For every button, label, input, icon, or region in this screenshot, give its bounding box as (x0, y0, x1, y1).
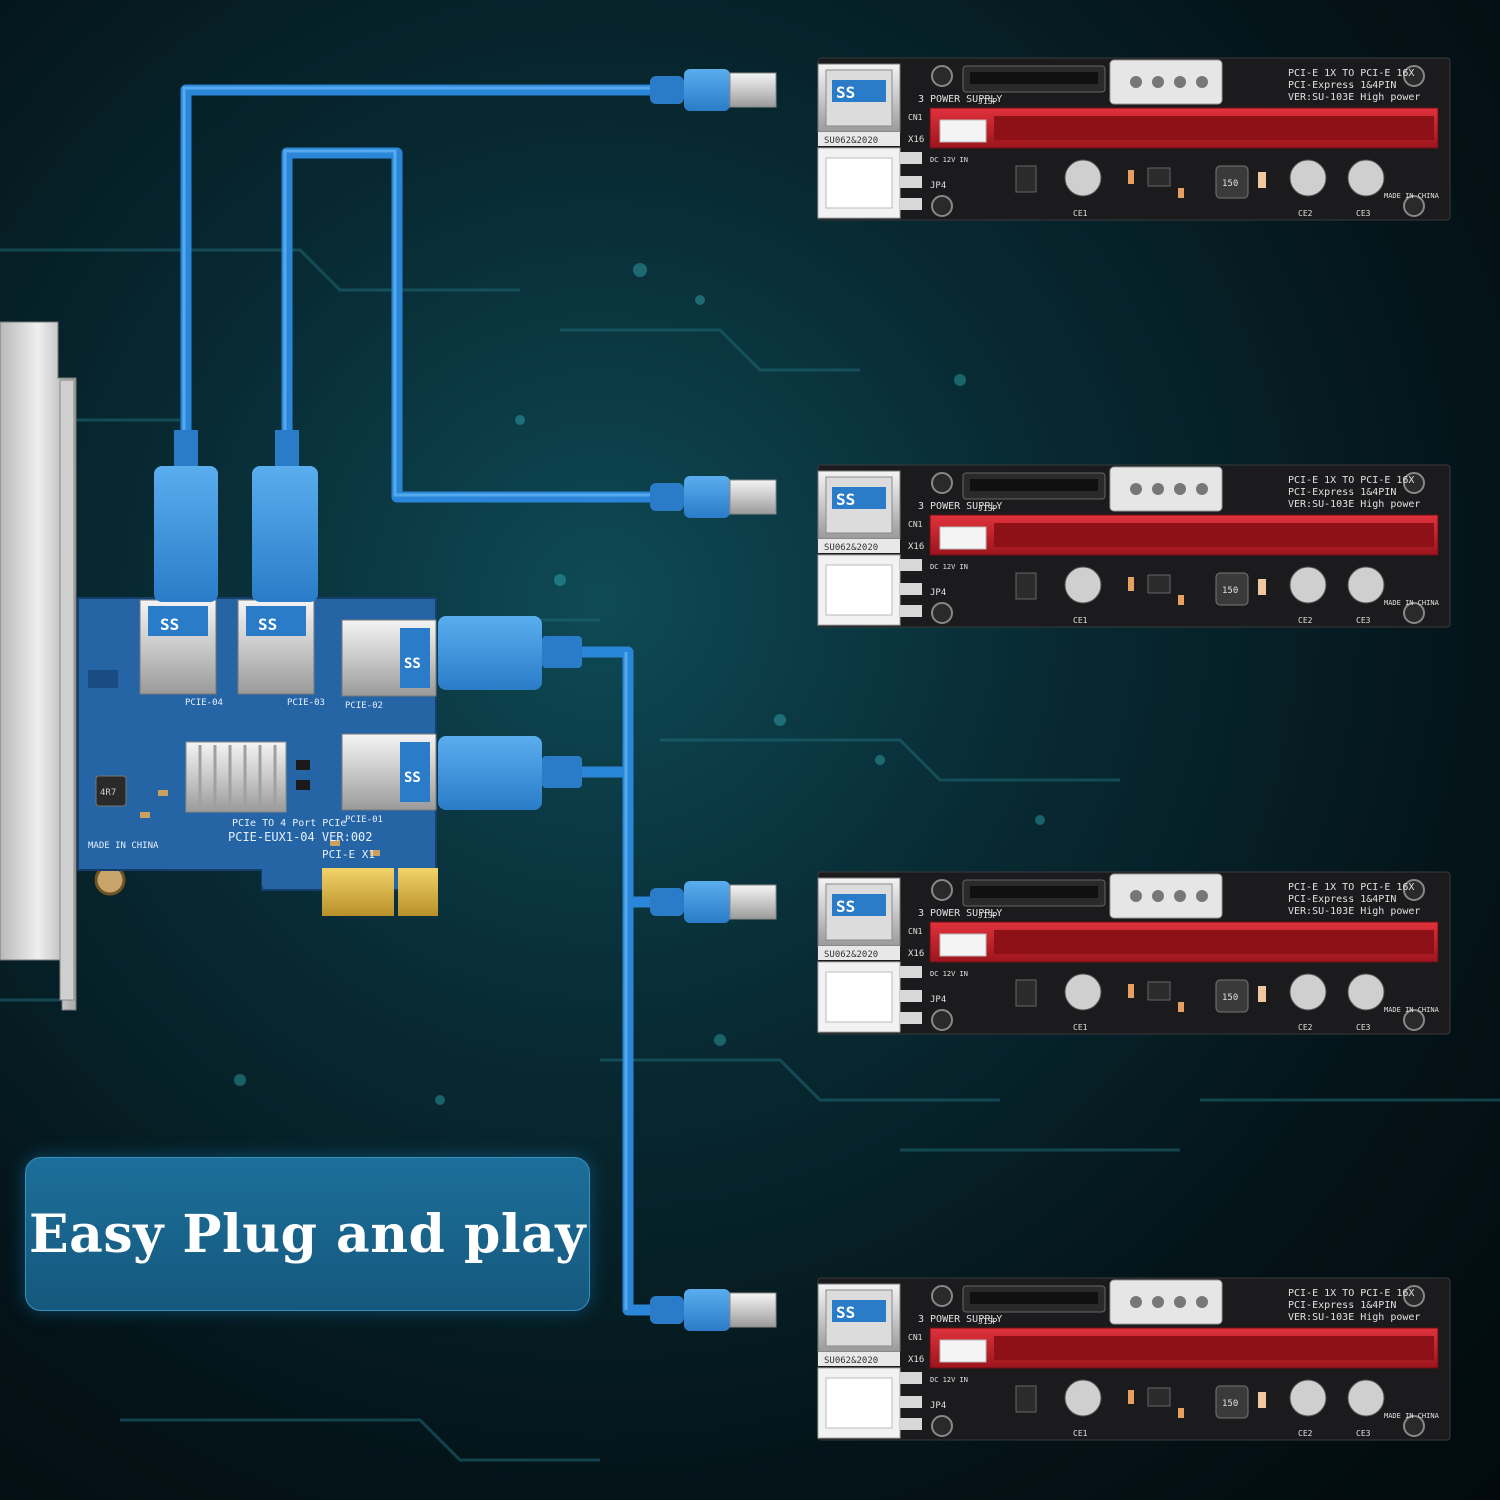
riser-inductor-label: 150 (1222, 586, 1238, 596)
riser-jp-label: JP4 (930, 995, 946, 1005)
riser-power-label: 3 POWER SUPPLY (918, 908, 1002, 919)
adapter-interface: PCI-E X1 (322, 848, 375, 861)
riser-origin-label: MADE IN CHINA (1384, 192, 1440, 200)
riser-cap-label-2: CE2 (1298, 209, 1313, 218)
adapter-inductor-label: 4R7 (100, 788, 116, 798)
adapter-ss-label-4: SS (404, 770, 421, 786)
riser-cn-label: CN1 (908, 520, 923, 529)
riser-origin-label: MADE IN CHINA (1384, 1412, 1440, 1420)
riser-title-line3: VER:SU-103E High power (1288, 499, 1420, 510)
riser-origin-label: MADE IN CHINA (1384, 1006, 1440, 1014)
riser-inductor-label: 150 (1222, 993, 1238, 1003)
adapter-port-label-3: PCIE-03 (287, 698, 325, 708)
adapter-usb-ports (139, 599, 437, 811)
riser-connector-label: J1SP (978, 97, 997, 106)
riser-cn-label: CN1 (908, 1333, 923, 1342)
adapter-line1: PCIe TO 4 Port PCIe (232, 818, 346, 829)
riser-jp-label: JP4 (930, 588, 946, 598)
riser-usb-plug-4 (649, 1288, 777, 1332)
riser-slot-label: X16 (908, 1355, 924, 1365)
riser-title-line2: PCI-Express 1&4PIN (1288, 487, 1396, 498)
riser-title-line1: PCI-E 1X TO PCI-E 16X (1288, 475, 1414, 486)
riser-slot-label: X16 (908, 542, 924, 552)
riser-cap-label-3: CE3 (1356, 1023, 1371, 1032)
adapter-labels: PCIE-04 PCIE-03 PCIE-02 PCIE-01 PCIe TO … (88, 615, 421, 861)
riser-cap-label-3: CE3 (1356, 616, 1371, 625)
adapter-port-label-1: PCIE-01 (345, 815, 383, 825)
riser-title-line1: PCI-E 1X TO PCI-E 16X (1288, 882, 1414, 893)
riser-title-line3: VER:SU-103E High power (1288, 92, 1420, 103)
riser-title-line2: PCI-Express 1&4PIN (1288, 80, 1396, 91)
background-glow-dots (234, 263, 1045, 1105)
riser-power-label: 3 POWER SUPPLY (918, 1314, 1002, 1325)
riser-title-line3: VER:SU-103E High power (1288, 1312, 1420, 1323)
background-circuit-traces (0, 248, 1500, 1462)
cable-highlights (182, 86, 650, 1310)
riser-cap-label-2: CE2 (1298, 1429, 1313, 1438)
riser-cap-label-3: CE3 (1356, 209, 1371, 218)
riser-connector-label: J1SP (978, 1317, 997, 1326)
riser-cap-label-1: CE1 (1073, 1429, 1088, 1438)
riser-cap-label-2: CE2 (1298, 616, 1313, 625)
riser-port-label: SS (836, 83, 855, 102)
adapter-ss-label-1: SS (160, 615, 179, 634)
riser-cap-label-1: CE1 (1073, 209, 1088, 218)
riser-power-label: 3 POWER SUPPLY (918, 94, 1002, 105)
adapter-ss-label-2: SS (258, 615, 277, 634)
adapter-ss-label-3: SS (404, 656, 421, 672)
riser-jp-label: JP4 (930, 1401, 946, 1411)
adapter-usb-plug-top-2 (252, 430, 318, 602)
riser-inductor-label: 150 (1222, 1399, 1238, 1409)
riser-dc-label: DC 12V IN (930, 156, 968, 164)
riser-side-code: SU062&2020 (824, 136, 878, 146)
riser-slot-label: X16 (908, 135, 924, 145)
riser-title-line3: VER:SU-103E High power (1288, 906, 1420, 917)
riser-title-line1: PCI-E 1X TO PCI-E 16X (1288, 1288, 1414, 1299)
riser-title-line1: PCI-E 1X TO PCI-E 16X (1288, 68, 1414, 79)
riser-power-label: 3 POWER SUPPLY (918, 501, 1002, 512)
riser-side-code: SU062&2020 (824, 950, 878, 960)
riser-usb-plug-1 (649, 68, 777, 112)
riser-jp-label: JP4 (930, 181, 946, 191)
adapter-usb-plug-top-1 (154, 430, 218, 602)
adapter-port-label-2: PCIE-02 (345, 701, 383, 711)
riser-origin-label: MADE IN CHINA (1384, 599, 1440, 607)
riser-inductor-label: 150 (1222, 179, 1238, 189)
riser-cap-label-3: CE3 (1356, 1429, 1371, 1438)
riser-side-code: SU062&2020 (824, 1356, 878, 1366)
riser-cn-label: CN1 (908, 113, 923, 122)
riser-port-label: SS (836, 490, 855, 509)
caption-box: Easy Plug and play (25, 1157, 590, 1311)
adapter-port-label-4: PCIE-04 (185, 698, 223, 708)
riser-port-label: SS (836, 1303, 855, 1322)
riser-dc-label: DC 12V IN (930, 970, 968, 978)
riser-cn-label: CN1 (908, 927, 923, 936)
riser-cap-label-2: CE2 (1298, 1023, 1313, 1032)
riser-side-code: SU062&2020 (824, 543, 878, 553)
usb-cables (180, 84, 656, 1316)
adapter-usb-plug-right-1 (438, 616, 582, 690)
riser-usb-plug-2 (649, 475, 777, 519)
adapter-origin: MADE IN CHINA (88, 841, 159, 851)
caption-text: Easy Plug and play (28, 1203, 587, 1265)
riser-connector-label: J1SP (978, 911, 997, 920)
riser-cap-label-1: CE1 (1073, 1023, 1088, 1032)
riser-title-line2: PCI-Express 1&4PIN (1288, 1300, 1396, 1311)
adapter-model: PCIE-EUX1-04 VER:002 (228, 830, 373, 844)
riser-slot-label: X16 (908, 949, 924, 959)
riser-port-label: SS (836, 897, 855, 916)
adapter-usb-plug-right-2 (438, 736, 582, 810)
riser-dc-label: DC 12V IN (930, 563, 968, 571)
riser-usb-plug-3 (649, 880, 777, 924)
riser-connector-label: J1SP (978, 504, 997, 513)
riser-title-line2: PCI-Express 1&4PIN (1288, 894, 1396, 905)
riser-cap-label-1: CE1 (1073, 616, 1088, 625)
riser-dc-label: DC 12V IN (930, 1376, 968, 1384)
